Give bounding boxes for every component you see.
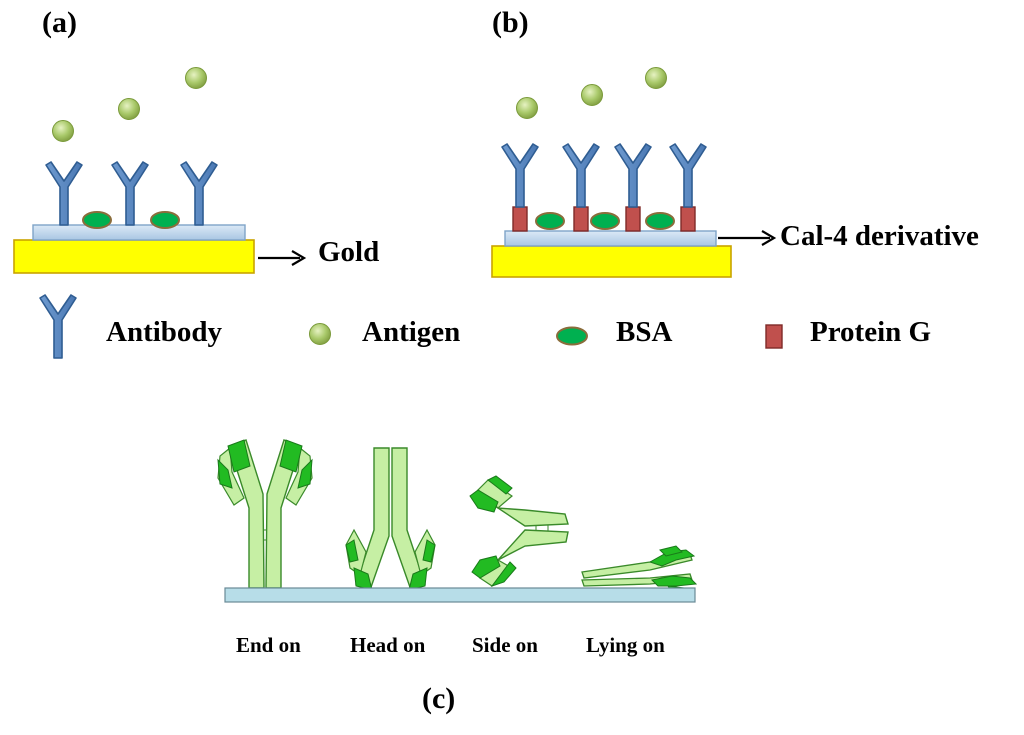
antigen-icon bbox=[185, 67, 207, 89]
antibody-end-on bbox=[217, 439, 313, 589]
bsa-icon bbox=[535, 212, 565, 230]
orientation-surface bbox=[224, 587, 696, 603]
protein-g-icon bbox=[680, 206, 696, 232]
antibody-icon bbox=[45, 161, 83, 226]
panel-label-a: (a) bbox=[42, 6, 77, 39]
orientation-label-lying-on: Lying on bbox=[586, 633, 665, 657]
protein-g-icon bbox=[765, 324, 783, 349]
arrow-icon bbox=[258, 250, 307, 266]
antibody-icon bbox=[614, 143, 652, 208]
antibody-icon bbox=[562, 143, 600, 208]
panel-c bbox=[217, 439, 698, 603]
antibody-head-on bbox=[345, 447, 436, 591]
protein-g-icon bbox=[512, 206, 528, 232]
bsa-icon bbox=[82, 211, 112, 229]
orientation-label-head-on: Head on bbox=[350, 633, 426, 657]
antibody-lying-on bbox=[581, 545, 698, 595]
antibody-icon bbox=[39, 294, 77, 359]
antigen-icon bbox=[581, 84, 603, 106]
panel-b bbox=[491, 67, 777, 278]
orientation-label-end-on: End on bbox=[236, 633, 301, 657]
antigen-icon bbox=[52, 120, 74, 142]
bsa-icon bbox=[556, 326, 588, 346]
surface-layer bbox=[32, 224, 246, 241]
antigen-icon bbox=[516, 97, 538, 119]
bsa-icon bbox=[590, 212, 620, 230]
legend-label-protein-g: Protein G bbox=[810, 316, 932, 348]
legend-label-antigen: Antigen bbox=[362, 316, 461, 348]
antibody-side-on bbox=[469, 475, 569, 587]
panel-a bbox=[13, 67, 307, 274]
antigen-icon bbox=[309, 323, 331, 345]
bsa-icon bbox=[645, 212, 675, 230]
legend-label-antibody: Antibody bbox=[106, 316, 223, 348]
antigen-icon bbox=[118, 98, 140, 120]
panel-label-c: (c) bbox=[422, 682, 456, 715]
protein-g-icon bbox=[625, 206, 641, 232]
antibody-icon bbox=[111, 161, 149, 226]
gold-substrate bbox=[13, 239, 255, 274]
antibody-icon bbox=[669, 143, 707, 208]
cal4-layer bbox=[504, 230, 717, 247]
arrow-icon bbox=[718, 230, 777, 246]
orientation-label-side-on: Side on bbox=[472, 633, 538, 657]
gold-label: Gold bbox=[318, 236, 380, 268]
antibody-icon bbox=[180, 161, 218, 226]
legend-label-bsa: BSA bbox=[616, 316, 673, 348]
protein-g-icon bbox=[573, 206, 589, 232]
cal4-derivative-label: Cal-4 derivative bbox=[780, 220, 979, 252]
bsa-icon bbox=[150, 211, 180, 229]
panel-label-b: (b) bbox=[492, 6, 529, 39]
gold-substrate bbox=[491, 245, 732, 278]
antibody-icon bbox=[501, 143, 539, 208]
antigen-icon bbox=[645, 67, 667, 89]
legend bbox=[39, 294, 783, 359]
